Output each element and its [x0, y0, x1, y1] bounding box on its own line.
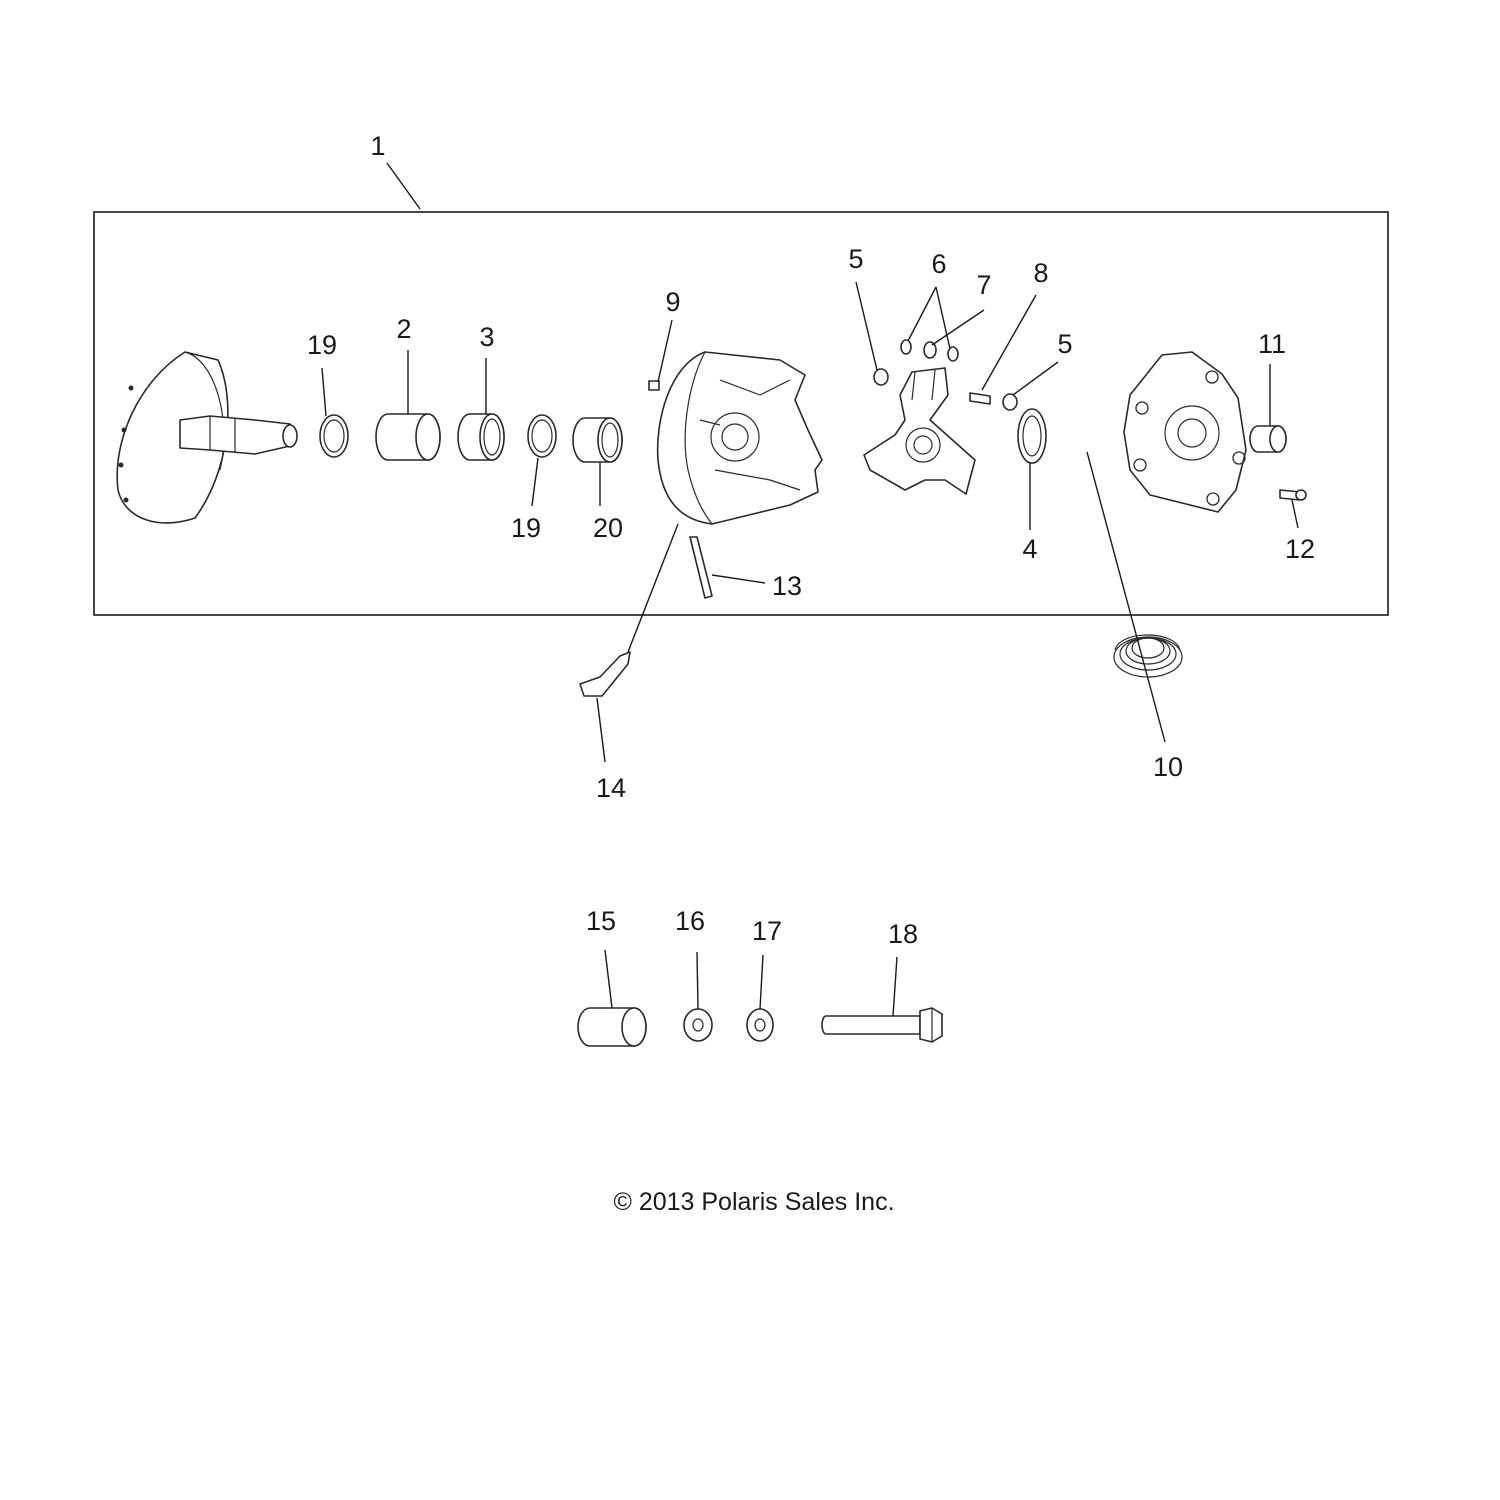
washer-16	[683, 1008, 713, 1042]
callout-5-left: 5	[848, 244, 863, 274]
callout-19-bottom: 19	[511, 513, 541, 543]
callout-16: 16	[675, 906, 705, 936]
callout-14: 14	[596, 773, 626, 803]
callout-2: 2	[396, 314, 411, 344]
washer-17	[746, 1008, 774, 1042]
callout-17: 17	[752, 916, 782, 946]
sleeve-2	[375, 413, 441, 461]
bushing-3	[457, 413, 505, 461]
screw-9	[648, 380, 660, 391]
callout-3: 3	[479, 322, 494, 352]
callout-10: 10	[1153, 752, 1183, 782]
sheave-with-shaft	[116, 351, 298, 524]
callout-18: 18	[888, 919, 918, 949]
callout-6: 6	[931, 249, 946, 279]
roller-5-right	[1002, 393, 1018, 411]
callout-15: 15	[586, 906, 616, 936]
pin-13	[689, 536, 713, 599]
spider	[863, 367, 976, 495]
callout-13: 13	[772, 571, 802, 601]
spring-10	[1113, 634, 1183, 678]
cover	[1123, 351, 1247, 513]
leader-lines	[321, 162, 1299, 1017]
assembly-frame	[93, 211, 1389, 616]
washer-4	[1017, 408, 1047, 464]
callout-12: 12	[1285, 534, 1315, 564]
callout-7: 7	[976, 270, 991, 300]
callout-4: 4	[1022, 534, 1037, 564]
bushing-20	[572, 417, 623, 463]
bushing-11	[1249, 425, 1287, 453]
pin-8	[969, 392, 991, 405]
moveable-sheave	[656, 351, 823, 525]
callout-11: 11	[1258, 329, 1286, 359]
weight-14	[579, 651, 631, 697]
callout-8: 8	[1033, 258, 1048, 288]
washer-6-right	[947, 346, 959, 362]
callout-9: 9	[665, 287, 680, 317]
copyright-text: © 2013 Polaris Sales Inc.	[613, 1188, 894, 1216]
spacer-15	[577, 1007, 647, 1047]
roller-5-left	[873, 368, 889, 386]
callout-5-right: 5	[1057, 329, 1072, 359]
washer-7	[923, 341, 937, 359]
callout-20: 20	[593, 513, 623, 543]
callout-19-top: 19	[307, 330, 337, 360]
screw-12	[1279, 489, 1307, 501]
washer-6-left	[900, 339, 912, 355]
bolt-18	[821, 1007, 943, 1043]
callout-1: 1	[370, 131, 385, 161]
